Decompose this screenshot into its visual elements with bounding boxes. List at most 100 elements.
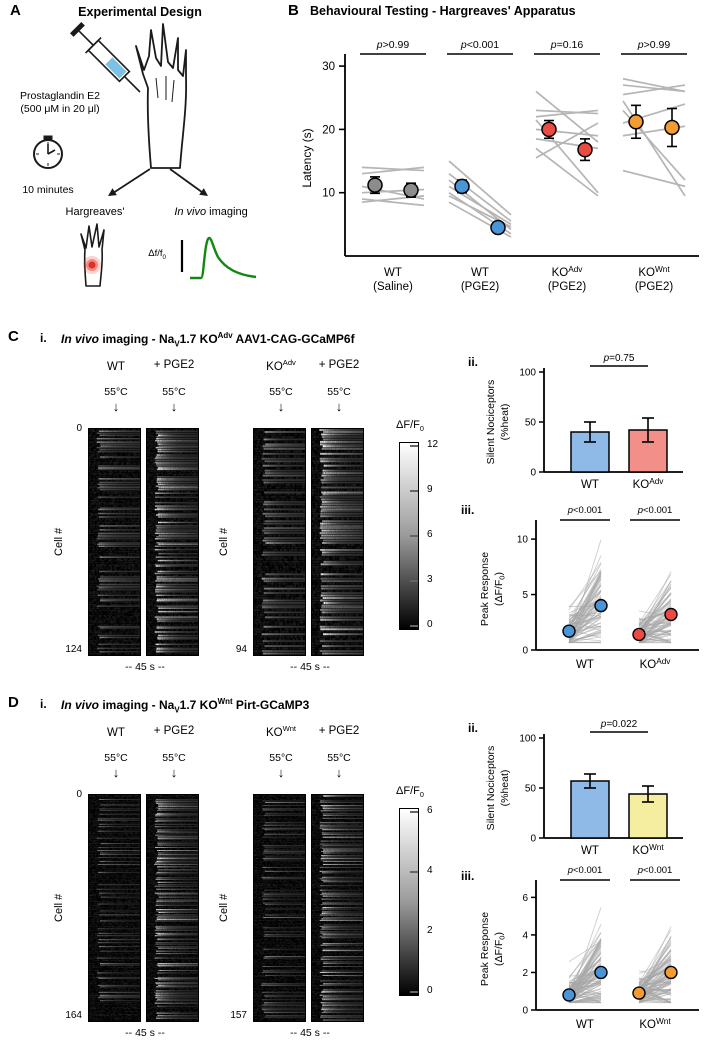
y-tick-label: 0 xyxy=(522,1006,528,1017)
d-g1-temp2: 55°C xyxy=(162,752,186,764)
calcium-trace-illustration xyxy=(180,236,257,280)
cell-line xyxy=(638,638,672,644)
paired-line xyxy=(448,160,512,216)
cell-line xyxy=(638,593,672,630)
y-tick-label: 50 xyxy=(525,784,537,795)
c-g2-col1-label: KOAdv xyxy=(266,358,296,373)
colorbar-tick-mark xyxy=(410,931,418,933)
cell-line xyxy=(568,984,602,1004)
colorbar-tick-label: 2 xyxy=(427,925,433,936)
branch-arrows xyxy=(108,168,208,196)
c-g1-cell-top: 0 xyxy=(76,423,82,434)
d-g2-temp1: 55°C xyxy=(269,752,293,764)
d-g2-xlabel: -- 45 s -- xyxy=(290,1027,330,1039)
colorbar-tick-mark xyxy=(410,811,418,813)
mean-dot-post xyxy=(664,119,680,136)
d-g1-col1-label: WT xyxy=(107,726,125,739)
y-axis-label-1: Peak Response xyxy=(479,552,491,626)
cell-line xyxy=(568,636,602,644)
down-arrow-icon: ↓ xyxy=(170,765,178,780)
heatmap-c-ko-pge2 xyxy=(311,428,364,656)
x-group-label: KOWnt xyxy=(638,265,670,279)
cell-line xyxy=(638,580,672,636)
timer-label: 10 minutes xyxy=(22,184,74,196)
p-value: p<0.001 xyxy=(460,39,499,51)
cell-line xyxy=(638,982,672,1004)
panel-c-title: In vivo imaging - NaV1.7 KOAdv AAV1-CAG-… xyxy=(61,331,355,349)
colorbar-tick-label: 6 xyxy=(427,805,433,816)
down-arrow-icon: ↓ xyxy=(170,399,178,414)
paired-line xyxy=(535,147,599,197)
cell-line xyxy=(568,591,602,621)
y-axis-label-2: (ΔF/F0) xyxy=(493,932,507,966)
injection-line2: (500 μM in 20 μl) xyxy=(20,103,100,116)
colorbar-tick-label: 6 xyxy=(427,529,433,540)
c-g2-cell-bottom: 94 xyxy=(235,644,247,655)
p-value: p=0.16 xyxy=(550,39,584,51)
cell-line xyxy=(568,977,602,987)
invivo-em: In vivo xyxy=(174,206,207,218)
colorbar-tick-mark xyxy=(410,625,418,627)
cell-line xyxy=(638,574,672,624)
d-g2-ylabel: Cell # xyxy=(218,893,231,922)
c-g1-xlabel: -- 45 s -- xyxy=(125,661,165,673)
y-axis-label-1: Silent Nociceptors xyxy=(485,380,497,465)
p-value: p>0.99 xyxy=(637,39,671,51)
paired-line xyxy=(622,84,686,96)
cell-line xyxy=(568,951,602,998)
mean-dot-pre xyxy=(367,177,383,193)
panel-c-item-iii: iii. xyxy=(461,503,475,517)
paired-line xyxy=(361,166,425,172)
paired-line xyxy=(622,169,686,188)
colorbar-tick-mark xyxy=(410,871,418,873)
cell-line xyxy=(568,629,602,644)
y-tick-label: 2 xyxy=(522,968,528,979)
down-arrow-icon: ↓ xyxy=(277,399,285,414)
paired-line xyxy=(535,109,599,118)
paired-line xyxy=(535,122,599,159)
down-arrow-icon: ↓ xyxy=(335,399,343,414)
paired-line xyxy=(535,90,599,143)
colorbar-tick-mark xyxy=(410,991,418,993)
paw-illustration xyxy=(135,23,188,169)
colorbar-gradient xyxy=(399,808,419,996)
colorbar-tick-mark xyxy=(410,490,418,492)
paired-line xyxy=(535,109,599,115)
colorbar-tick-label: 3 xyxy=(427,574,433,585)
x-bar-label: KOWnt xyxy=(632,843,664,857)
x-group-label: WT xyxy=(576,659,594,671)
p-value: p<0.001 xyxy=(637,505,673,516)
cell-line xyxy=(638,989,672,1004)
colorbar-tick-mark xyxy=(410,445,418,447)
c-g2-temp1: 55°C xyxy=(269,386,293,398)
colorbar-tick-label: 0 xyxy=(427,985,433,996)
y-axis-label-1: Peak Response xyxy=(479,912,491,986)
y-tick-label: 100 xyxy=(519,734,536,745)
d-g2-temp2: 55°C xyxy=(327,752,351,764)
x-group-label: WT xyxy=(471,267,489,279)
c-g1-temp1: 55°C xyxy=(104,386,128,398)
cell-line xyxy=(568,937,602,986)
cell-line xyxy=(568,609,602,623)
y-tick-label: 4 xyxy=(522,930,528,941)
p-value: p<0.001 xyxy=(637,865,673,876)
y-tick-label: 100 xyxy=(519,368,536,379)
injection-label: Prostaglandin E2 (500 μM in 20 μl) xyxy=(8,90,112,116)
paired-line xyxy=(361,198,425,207)
mean-dot-pre xyxy=(632,627,646,642)
heatmap-c-wt-pge2 xyxy=(146,428,199,656)
panel-b-title: Behavioural Testing - Hargreaves' Appara… xyxy=(310,4,576,18)
dff-scale-label: Δf/f0 xyxy=(148,248,166,261)
p-value: p<0.001 xyxy=(567,505,603,516)
mean-dot-pre xyxy=(454,178,470,195)
x-group-label2: (PGE2) xyxy=(635,281,674,293)
colorbar-gradient xyxy=(399,442,419,630)
